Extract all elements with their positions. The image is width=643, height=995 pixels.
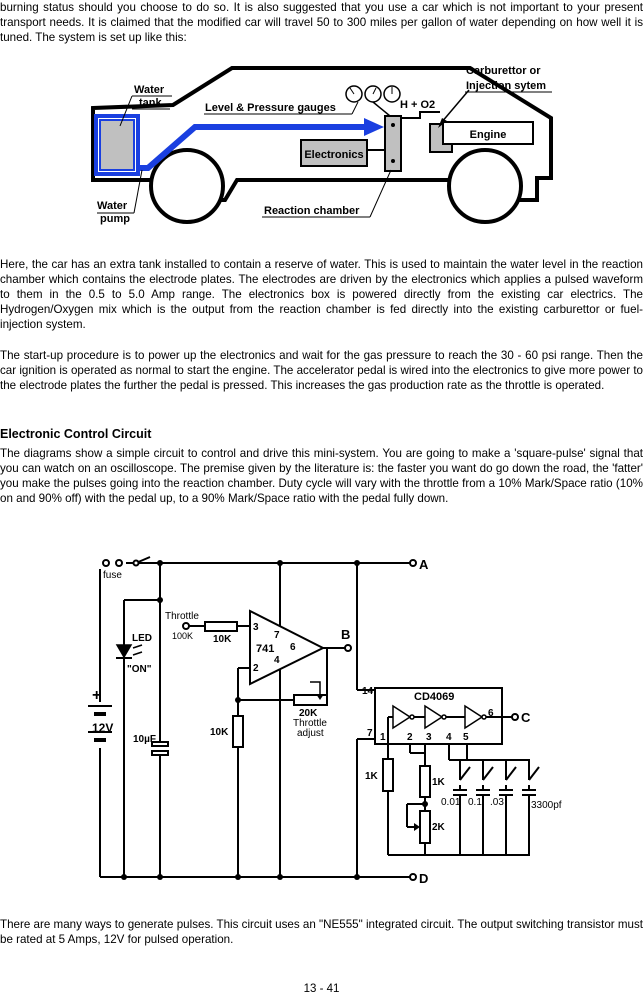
resistor-10k-throttle <box>204 621 238 632</box>
node-b: B <box>341 627 350 642</box>
startup-paragraph: The start-up procedure is to power up th… <box>0 349 643 392</box>
capacitor-10uf <box>151 741 169 756</box>
r2k-label: 2K <box>432 822 446 833</box>
op-amp-741 <box>249 609 326 686</box>
node-c: C <box>521 710 531 725</box>
r10k-a-label: 10K <box>213 634 232 645</box>
chip-pin4: 4 <box>446 732 452 743</box>
opamp-label: 741 <box>256 643 274 655</box>
fuse-switch <box>96 556 151 569</box>
led-icon <box>115 644 143 659</box>
cap-01-label: 0.1 <box>468 797 482 808</box>
battery-plus: + <box>92 687 101 704</box>
gauges-label: Level & Pressure gauges <box>205 102 336 114</box>
led-label: LED <box>132 633 152 644</box>
cap-03-label: .03 <box>490 797 504 808</box>
pot-20k <box>293 694 328 706</box>
intro-paragraph: burning status should you choose to do s… <box>0 1 643 44</box>
chip-pin7: 7 <box>367 728 373 739</box>
water-tank-label-1: Water <box>134 84 165 96</box>
r100k-label: 100K <box>172 631 193 641</box>
car-system-diagram: Electronics H + O2 Engine Water tank Lev… <box>91 65 553 225</box>
cap-10uf-label: 10µF <box>133 734 156 745</box>
water-feed-line <box>136 124 365 171</box>
section-heading: Electronic Control Circuit <box>0 427 152 441</box>
water-tank <box>99 119 135 171</box>
node-d: D <box>419 871 428 886</box>
h-o2-label: H + O2 <box>400 99 435 111</box>
resistor-1k-b <box>419 765 431 798</box>
electronics-label: Electronics <box>304 149 363 161</box>
throttle-adjust-label-1: Throttle <box>293 718 327 729</box>
resistor-10k <box>232 715 244 748</box>
throttle-label: Throttle <box>165 611 199 622</box>
pot-2k <box>419 810 431 844</box>
rear-wheel <box>149 148 225 224</box>
water-pump-label-2: pump <box>100 213 130 225</box>
carb-label-1: Carburettor or <box>466 65 541 77</box>
reaction-chamber-label: Reaction chamber <box>264 205 360 217</box>
battery-icon <box>88 705 112 742</box>
chip-pin14: 14 <box>362 686 374 697</box>
gauges-icon <box>345 85 401 117</box>
chip-pin3: 3 <box>426 732 432 743</box>
fuse-label: fuse <box>103 570 122 581</box>
led-on-label: "ON" <box>127 664 152 675</box>
opamp-pin7: 7 <box>274 630 280 641</box>
reaction-chamber <box>384 115 402 172</box>
r10k-b-label: 10K <box>210 727 229 738</box>
resistor-1k-a <box>382 758 394 792</box>
r1k-b-label: 1K <box>432 777 446 788</box>
battery-label: 12V <box>92 721 113 735</box>
diagrams-paragraph: The diagrams show a simple circuit to co… <box>0 447 643 505</box>
here-paragraph: Here, the car has an extra tank installe… <box>0 258 643 331</box>
control-circuit-diagram: fuse + 12V LED "ON" 10µF Throttle 100K 1… <box>88 556 562 886</box>
opamp-pin2: 2 <box>253 663 259 674</box>
chip-pin2: 2 <box>407 732 413 743</box>
carb-label-2: Injection sytem <box>466 80 546 92</box>
opamp-pin3: 3 <box>253 622 259 633</box>
opamp-pin6: 6 <box>290 642 296 653</box>
chip-pin6: 6 <box>488 708 494 719</box>
r1k-a-label: 1K <box>365 771 379 782</box>
ways-paragraph: There are many ways to generate pulses. … <box>0 918 643 946</box>
front-wheel <box>447 148 523 224</box>
chip-pin1: 1 <box>380 732 386 743</box>
electronics-box <box>300 139 368 167</box>
water-pump-label-1: Water <box>97 200 128 212</box>
cd4069-label: CD4069 <box>414 691 454 703</box>
node-a: A <box>419 557 429 572</box>
capacitor-switches <box>453 760 540 855</box>
r20k-label: 20K <box>299 708 318 719</box>
throttle-adjust-label-2: adjust <box>297 728 324 739</box>
engine-box <box>442 121 534 145</box>
cap-3300-label: 3300pf <box>531 800 562 811</box>
opamp-pin4: 4 <box>274 655 280 666</box>
chip-pin5: 5 <box>463 732 469 743</box>
cap-001-label: 0.01 <box>441 797 461 808</box>
water-tank-label-2: tank <box>139 97 163 109</box>
page-number: 13 - 41 <box>303 983 340 995</box>
engine-label: Engine <box>470 129 507 141</box>
